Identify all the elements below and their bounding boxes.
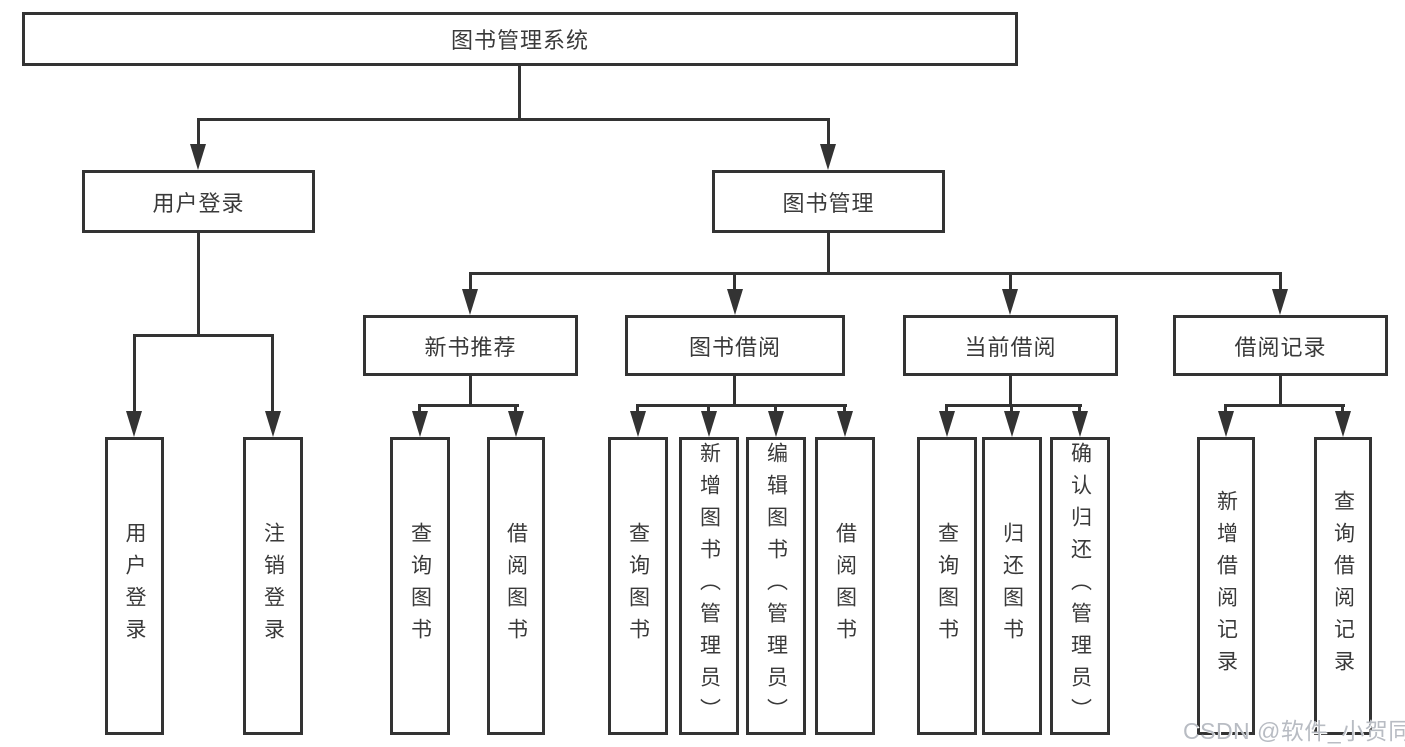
connector-line: [518, 64, 521, 120]
arrow-down-icon: [126, 411, 142, 437]
node-leaf-return-books: 归还图书: [982, 437, 1042, 735]
node-user-login: 用户登录: [82, 170, 315, 233]
connector-line: [945, 404, 948, 414]
arrow-down-icon: [1272, 289, 1288, 315]
node-label: 借阅记录: [1234, 334, 1327, 360]
connector-line: [271, 334, 274, 414]
connector-line: [945, 404, 1082, 407]
node-label: 图书借阅: [688, 334, 781, 360]
node-label: 借阅图书: [833, 522, 857, 650]
connector-line: [197, 118, 200, 148]
arrow-down-icon: [1335, 411, 1351, 437]
node-book-borrowing: 图书借阅: [625, 315, 845, 376]
node-leaf-add-borrow-record: 新增借阅记录: [1197, 437, 1255, 735]
connector-line: [733, 272, 736, 292]
connector-line: [1078, 404, 1081, 414]
connector-line: [1010, 404, 1013, 414]
arrow-down-icon: [462, 289, 478, 315]
arrow-down-icon: [820, 144, 836, 170]
connector-line: [469, 272, 1281, 275]
node-label: 确认归还（管理员）: [1068, 442, 1092, 730]
node-label: 查询图书: [626, 522, 650, 650]
node-book-management: 图书管理: [712, 170, 945, 233]
arrow-down-icon: [727, 289, 743, 315]
node-label: 注销登录: [261, 522, 285, 650]
node-label: 用户登录: [123, 522, 146, 650]
arrow-down-icon: [768, 411, 784, 437]
node-label: 新增借阅记录: [1214, 490, 1238, 682]
connector-line: [1224, 404, 1227, 414]
node-leaf-borrow-books: 借阅图书: [815, 437, 875, 735]
connector-line: [827, 231, 830, 275]
csdn-watermark: CSDN @软件_小贺同学: [1183, 718, 1405, 744]
arrow-down-icon: [265, 411, 281, 437]
node-leaf-confirm-return-admin: 确认归还（管理员）: [1050, 437, 1110, 735]
connector-line: [1009, 272, 1012, 292]
node-label: 借阅图书: [504, 522, 528, 650]
node-library-management-system: 图书管理系统: [22, 12, 1018, 66]
node-label: 查询借阅记录: [1331, 490, 1355, 682]
node-leaf-borrow-books: 借阅图书: [487, 437, 545, 735]
connector-line: [1279, 374, 1282, 407]
connector-line: [1279, 272, 1282, 292]
node-label: 图书管理: [782, 190, 875, 216]
node-label: 查询图书: [408, 522, 432, 650]
connector-line: [514, 404, 517, 414]
connector-line: [197, 231, 200, 337]
connector-line: [133, 334, 274, 337]
connector-line: [418, 404, 519, 407]
arrow-down-icon: [1004, 411, 1020, 437]
node-label: 新书推荐: [424, 334, 517, 360]
arrow-down-icon: [412, 411, 428, 437]
arrow-down-icon: [190, 144, 206, 170]
node-leaf-query-borrow-record: 查询借阅记录: [1314, 437, 1372, 735]
node-label: 新增图书（管理员）: [697, 442, 721, 730]
connector-line: [707, 404, 710, 414]
connector-line: [733, 374, 736, 407]
node-new-book-recommendation: 新书推荐: [363, 315, 578, 376]
node-label: 查询图书: [935, 522, 959, 650]
node-leaf-logout: 注销登录: [243, 437, 303, 735]
arrow-down-icon: [508, 411, 524, 437]
node-current-borrowing: 当前借阅: [903, 315, 1118, 376]
node-leaf-add-books-admin: 新增图书（管理员）: [679, 437, 739, 735]
arrow-down-icon: [630, 411, 646, 437]
node-leaf-edit-books-admin: 编辑图书（管理员）: [746, 437, 806, 735]
connector-line: [469, 374, 472, 407]
connector-line: [197, 118, 830, 121]
node-label: 当前借阅: [964, 334, 1057, 360]
connector-line: [1009, 374, 1012, 407]
arrow-down-icon: [701, 411, 717, 437]
arrow-down-icon: [837, 411, 853, 437]
arrow-down-icon: [939, 411, 955, 437]
connector-line: [1341, 404, 1344, 414]
arrow-down-icon: [1072, 411, 1088, 437]
node-label: 图书管理系统: [450, 28, 589, 53]
connector-line: [1224, 404, 1345, 407]
connector-line: [469, 272, 472, 292]
connector-line: [843, 404, 846, 414]
node-leaf-query-books: 查询图书: [608, 437, 668, 735]
node-label: 归还图书: [1000, 522, 1024, 650]
arrow-down-icon: [1002, 289, 1018, 315]
node-leaf-query-books: 查询图书: [917, 437, 977, 735]
node-label: 用户登录: [152, 190, 245, 216]
connector-line: [418, 404, 421, 414]
connector-line: [774, 404, 777, 414]
node-leaf-query-books: 查询图书: [390, 437, 450, 735]
connector-line: [827, 118, 830, 148]
connector-line: [636, 404, 847, 407]
node-leaf-user-login: 用户登录: [105, 437, 164, 735]
node-label: 编辑图书（管理员）: [764, 442, 788, 730]
arrow-down-icon: [1218, 411, 1234, 437]
connector-line: [636, 404, 639, 414]
connector-line: [133, 334, 136, 414]
node-borrowing-records: 借阅记录: [1173, 315, 1388, 376]
